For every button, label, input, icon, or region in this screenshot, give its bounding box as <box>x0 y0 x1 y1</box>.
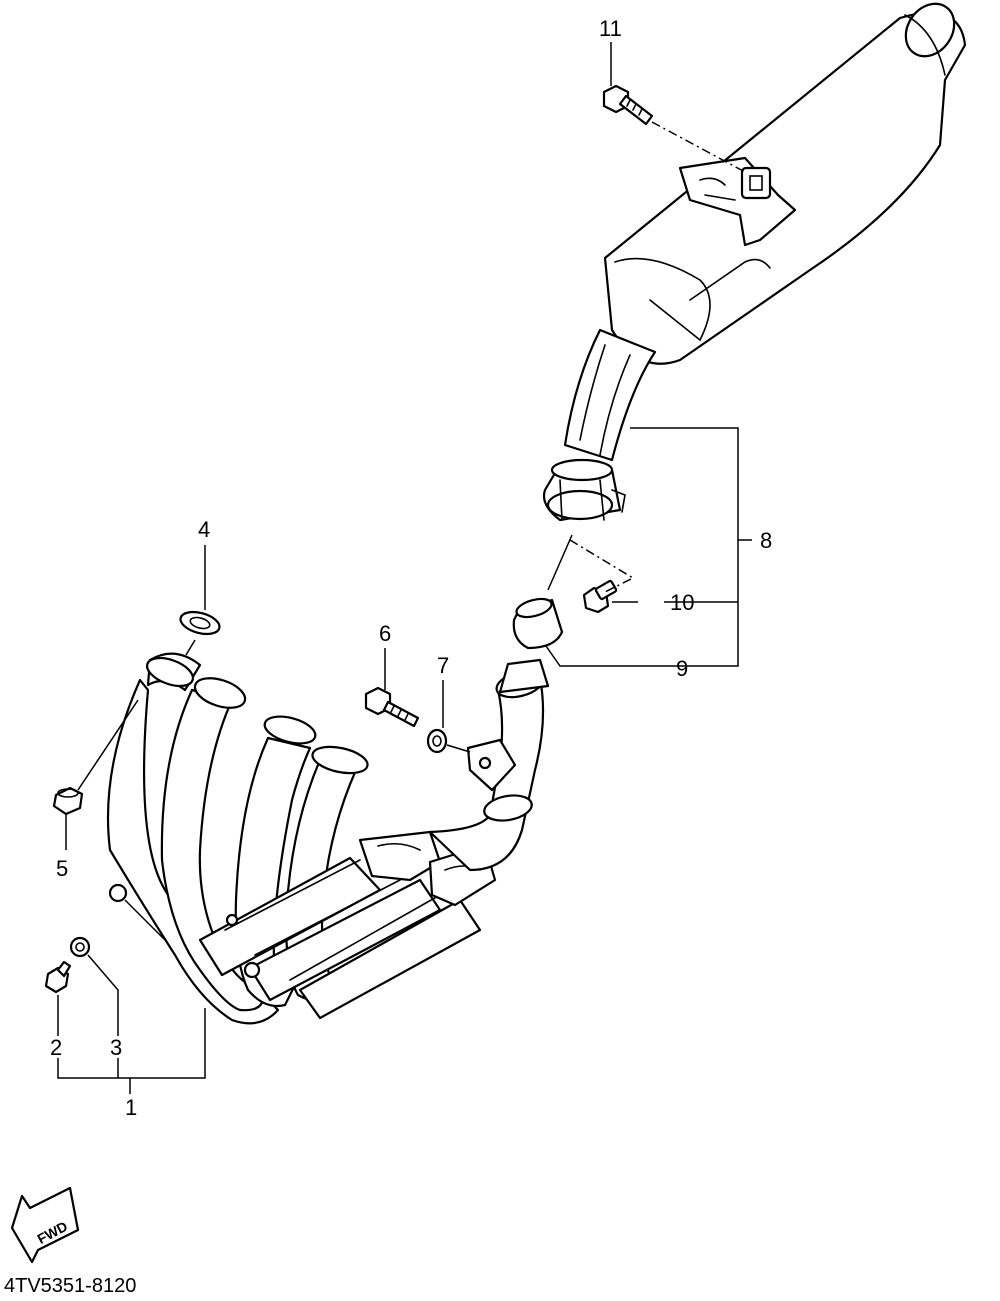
callout-5: 5 <box>56 856 68 881</box>
bolt-2 <box>44 960 72 994</box>
leader-1 <box>57 1008 206 1094</box>
leader-8 <box>545 427 752 667</box>
bolt-11 <box>602 84 654 126</box>
callout-6: 6 <box>379 621 391 646</box>
gasket-9 <box>512 597 564 650</box>
washer-7 <box>426 728 448 754</box>
callout-7: 7 <box>437 653 449 678</box>
washer-upper <box>108 883 128 903</box>
fwd-arrow-icon: FWD <box>10 1186 80 1264</box>
callout-4: 4 <box>198 517 210 542</box>
callout-1: 1 <box>125 1095 137 1120</box>
bolt-10 <box>582 579 618 614</box>
diagram-code: 4TV5351-8120 <box>4 1275 136 1297</box>
washer-3 <box>69 936 91 958</box>
nut-5 <box>52 786 84 816</box>
callout-2: 2 <box>50 1035 62 1060</box>
exhaust-header-assembly <box>106 652 550 1025</box>
callout-8: 8 <box>760 528 772 553</box>
gasket-4 <box>179 610 221 636</box>
callout-9: 9 <box>676 656 688 681</box>
callout-3: 3 <box>110 1035 122 1060</box>
callout-10: 10 <box>670 590 694 615</box>
bolt-6 <box>364 686 420 728</box>
callout-11: 11 <box>599 16 622 41</box>
muffler <box>542 2 967 522</box>
